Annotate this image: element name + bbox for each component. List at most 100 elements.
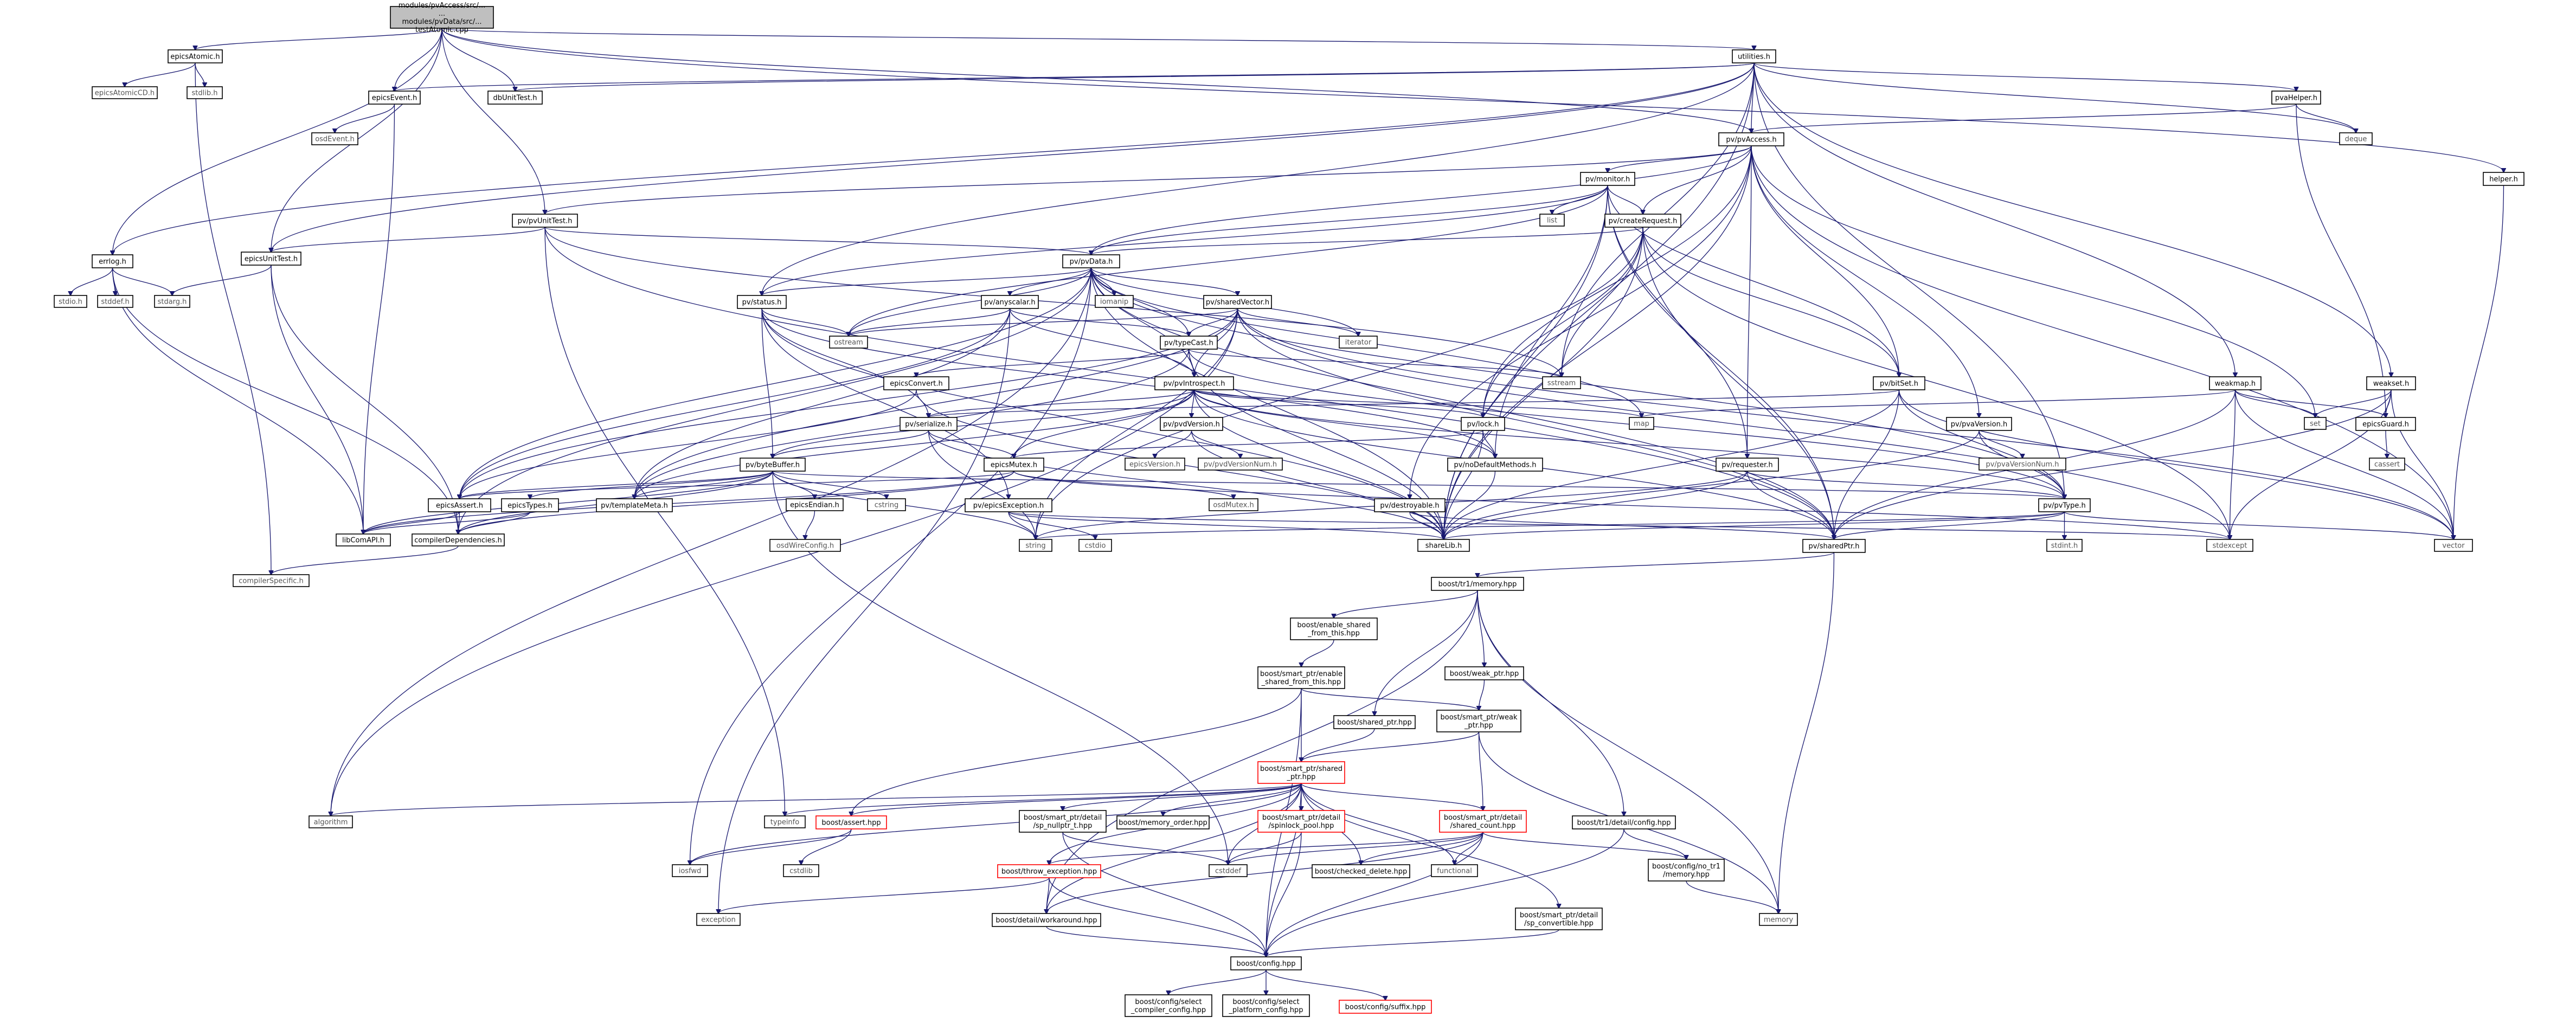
node-epicsEndian[interactable]: epicsEndian.h bbox=[786, 498, 844, 511]
node-throw_exception[interactable]: boost/throw_exception.hpp bbox=[997, 864, 1101, 878]
node-epicsTypes[interactable]: epicsTypes.h bbox=[501, 498, 559, 512]
node-select_compiler[interactable]: boost/config/select_compiler_config.hpp bbox=[1125, 994, 1212, 1017]
node-epicsGuard[interactable]: epicsGuard.h bbox=[2355, 417, 2416, 431]
node-pvdVersionNum[interactable]: pv/pvdVersionNum.h bbox=[1198, 458, 1283, 471]
node-iomanip[interactable]: iomanip bbox=[1095, 295, 1134, 308]
node-sp_convertible[interactable]: boost/smart_ptr/detail/sp_convertible.hp… bbox=[1515, 908, 1603, 930]
node-cstddef[interactable]: cstddef bbox=[1209, 864, 1248, 877]
node-pvaHelper[interactable]: pvaHelper.h bbox=[2271, 91, 2321, 105]
node-sp_shared_ptr[interactable]: boost/smart_ptr/shared_ptr.hpp bbox=[1257, 761, 1345, 784]
node-ostream[interactable]: ostream bbox=[829, 336, 868, 349]
node-compilerSpecific[interactable]: compilerSpecific.h bbox=[233, 574, 310, 587]
node-sharedVector[interactable]: pv/sharedVector.h bbox=[1203, 295, 1272, 309]
node-pvType[interactable]: pv/pvType.h bbox=[2038, 498, 2091, 512]
node-select_platform[interactable]: boost/config/select_platform_config.hpp bbox=[1222, 994, 1310, 1017]
node-destroyable[interactable]: pv/destroyable.h bbox=[1374, 498, 1446, 512]
node-epicsConvert[interactable]: epicsConvert.h bbox=[883, 376, 949, 390]
node-pvData[interactable]: pv/pvData.h bbox=[1062, 254, 1120, 268]
node-no_tr1_memory[interactable]: boost/config/no_tr1/memory.hpp bbox=[1648, 859, 1725, 882]
node-iterator[interactable]: iterator bbox=[1339, 336, 1378, 349]
node-weak_ptr[interactable]: boost/weak_ptr.hpp bbox=[1444, 666, 1524, 680]
node-tr1memory[interactable]: boost/tr1/memory.hpp bbox=[1431, 577, 1524, 591]
node-list[interactable]: list bbox=[1539, 214, 1565, 227]
node-pvIntrospect[interactable]: pv/pvIntrospect.h bbox=[1154, 376, 1234, 390]
node-helper[interactable]: helper.h bbox=[2483, 172, 2524, 186]
node-map[interactable]: map bbox=[1629, 417, 1654, 430]
node-iosfwd[interactable]: iosfwd bbox=[672, 864, 708, 877]
node-cstdio[interactable]: cstdio bbox=[1078, 539, 1112, 552]
node-sp_enable_shared[interactable]: boost/smart_ptr/enable_shared_from_this.… bbox=[1257, 666, 1345, 689]
node-deque[interactable]: deque bbox=[2339, 132, 2373, 145]
node-pvUnitTest[interactable]: pv/pvUnitTest.h bbox=[512, 214, 578, 228]
node-string[interactable]: string bbox=[1019, 539, 1052, 552]
node-typeCast[interactable]: pv/typeCast.h bbox=[1160, 336, 1218, 350]
node-epicsUnitTest[interactable]: epicsUnitTest.h bbox=[241, 252, 301, 266]
node-shared_count[interactable]: boost/smart_ptr/detail/shared_count.hpp bbox=[1439, 810, 1527, 833]
node-epicsAtomicCD[interactable]: epicsAtomicCD.h bbox=[92, 86, 158, 99]
node-memory_order[interactable]: boost/memory_order.hpp bbox=[1116, 815, 1210, 829]
node-epicsAtomic[interactable]: epicsAtomic.h bbox=[168, 49, 223, 63]
node-stdio[interactable]: stdio.h bbox=[54, 295, 87, 308]
node-sharedLib[interactable]: shareLib.h bbox=[1417, 539, 1470, 552]
node-cassert[interactable]: cassert bbox=[2369, 458, 2405, 471]
node-sharedPtr[interactable]: pv/sharedPtr.h bbox=[1802, 539, 1866, 553]
node-vector[interactable]: vector bbox=[2434, 539, 2473, 552]
node-memory[interactable]: memory bbox=[1759, 913, 1798, 926]
node-bitSet[interactable]: pv/bitSet.h bbox=[1873, 376, 1925, 390]
node-epicsMutex[interactable]: epicsMutex.h bbox=[984, 458, 1044, 472]
node-cstring[interactable]: cstring bbox=[867, 498, 906, 511]
node-typeinfo[interactable]: typeinfo bbox=[764, 815, 806, 828]
node-enable_shared[interactable]: boost/enable_shared_from_this.hpp bbox=[1290, 617, 1378, 640]
node-assert_hpp[interactable]: boost/assert.hpp bbox=[815, 815, 887, 829]
node-anyscalar[interactable]: pv/anyscalar.h bbox=[981, 295, 1039, 309]
node-stdexcept[interactable]: stdexcept bbox=[2206, 539, 2253, 552]
node-algorithm[interactable]: algorithm bbox=[309, 815, 353, 828]
node-osdEvent[interactable]: osdEvent.h bbox=[311, 132, 358, 145]
node-exception[interactable]: exception bbox=[696, 913, 741, 926]
node-epicsAssert[interactable]: epicsAssert.h bbox=[428, 498, 491, 512]
node-sp_nullptr[interactable]: boost/smart_ptr/detail/sp_nullptr_t.hpp bbox=[1019, 810, 1107, 833]
node-stdarg[interactable]: stdarg.h bbox=[154, 295, 190, 308]
node-createRequest[interactable]: pv/createRequest.h bbox=[1604, 214, 1681, 228]
node-epicsVersion[interactable]: epicsVersion.h bbox=[1125, 458, 1185, 471]
node-weakmap[interactable]: weakmap.h bbox=[2209, 376, 2262, 390]
node-errlog[interactable]: errlog.h bbox=[92, 254, 133, 268]
node-pvaVersionNum[interactable]: pv/pvaVersionNum.h bbox=[1978, 458, 2066, 471]
node-stdint[interactable]: stdint.h bbox=[2046, 539, 2083, 552]
node-root[interactable]: modules/pvAccess/src/......modules/pvDat… bbox=[390, 2, 494, 34]
node-monitor[interactable]: pv/monitor.h bbox=[1580, 172, 1635, 186]
node-status[interactable]: pv/status.h bbox=[737, 295, 787, 309]
node-cstdlib[interactable]: cstdlib bbox=[783, 864, 819, 877]
node-osdWireConfig[interactable]: osdWireConfig.h bbox=[769, 539, 841, 552]
node-osdMutex[interactable]: osdMutex.h bbox=[1209, 498, 1258, 511]
node-requester[interactable]: pv/requester.h bbox=[1716, 458, 1779, 472]
node-compilerDependencies[interactable]: compilerDependencies.h bbox=[412, 533, 505, 546]
node-sp_weak_ptr[interactable]: boost/smart_ptr/weak_ptr.hpp bbox=[1436, 710, 1521, 732]
node-pvIntrospectException[interactable]: pv/epicsException.h bbox=[965, 498, 1052, 512]
node-pvdVersion[interactable]: pv/pvdVersion.h bbox=[1160, 417, 1223, 431]
node-checked_delete[interactable]: boost/checked_delete.hpp bbox=[1312, 864, 1410, 878]
node-shared_ptr_hpp[interactable]: boost/shared_ptr.hpp bbox=[1333, 715, 1416, 729]
node-spinlock_pool[interactable]: boost/smart_ptr/detail/spinlock_pool.hpp bbox=[1257, 810, 1345, 833]
node-noDefaultMethods[interactable]: pv/noDefaultMethods.h bbox=[1447, 458, 1543, 472]
node-utilities[interactable]: utilities.h bbox=[1732, 49, 1776, 63]
node-set[interactable]: set bbox=[2304, 417, 2327, 430]
node-config_hpp[interactable]: boost/config.hpp bbox=[1230, 956, 1302, 970]
node-epicsEvent[interactable]: epicsEvent.h bbox=[368, 91, 421, 105]
node-workaround[interactable]: boost/detail/workaround.hpp bbox=[992, 913, 1101, 927]
node-tr1_config[interactable]: boost/tr1/detail/config.hpp bbox=[1572, 815, 1676, 829]
node-libComAPI[interactable]: libComAPI.h bbox=[336, 533, 391, 546]
node-serialize[interactable]: pv/serialize.h bbox=[900, 417, 958, 431]
node-lock[interactable]: pv/lock.h bbox=[1461, 417, 1505, 431]
node-functional[interactable]: functional bbox=[1431, 864, 1478, 877]
node-byteBuffer[interactable]: pv/byteBuffer.h bbox=[740, 458, 806, 472]
node-templateMeta[interactable]: pv/templateMeta.h bbox=[596, 498, 673, 512]
node-suffix[interactable]: boost/config/suffix.hpp bbox=[1339, 1000, 1432, 1014]
node-pvAccess[interactable]: pv/pvAccess.h bbox=[1718, 132, 1784, 146]
node-stdlib[interactable]: stdlib.h bbox=[187, 86, 223, 99]
node-stddef[interactable]: stddef.h bbox=[97, 295, 133, 308]
node-pvaVersion[interactable]: pv/pvaVersion.h bbox=[1946, 417, 2012, 431]
node-weakset[interactable]: weakset.h bbox=[2366, 376, 2416, 390]
node-dbUnitTest[interactable]: dbUnitTest.h bbox=[487, 91, 543, 105]
node-sstream[interactable]: sstream bbox=[1542, 376, 1581, 389]
